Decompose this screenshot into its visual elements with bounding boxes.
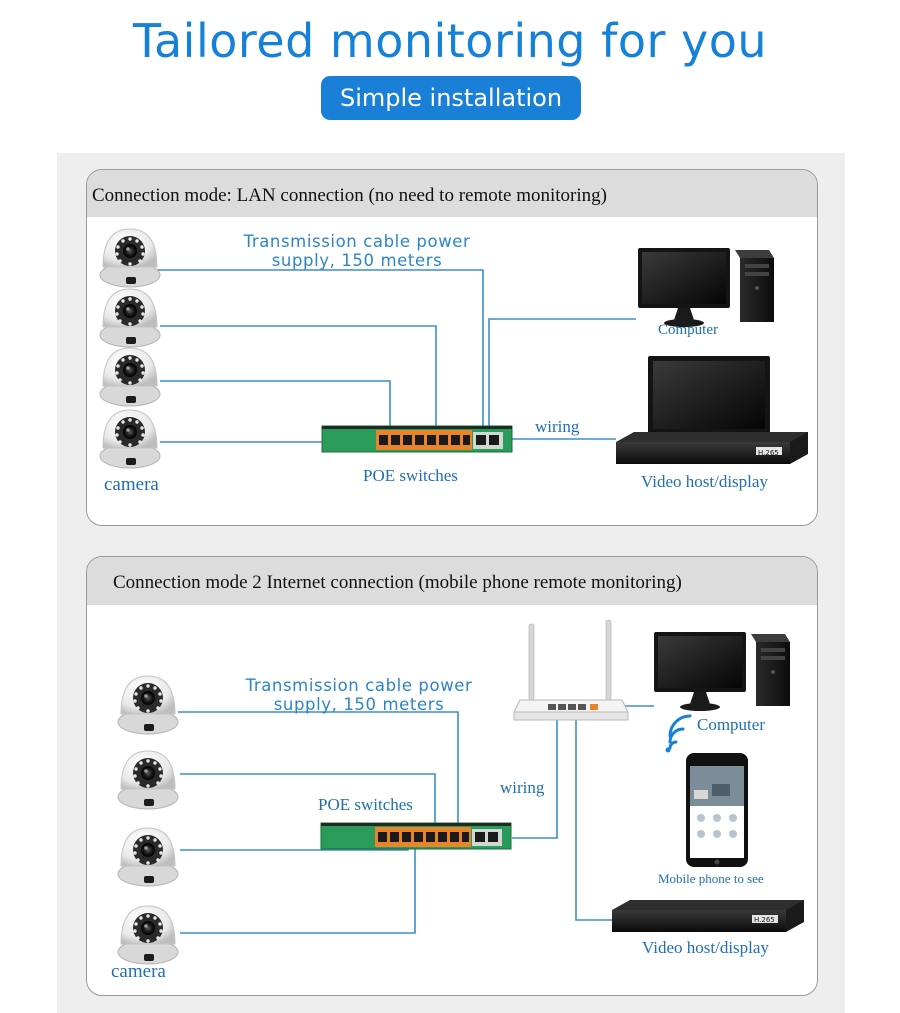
cable-label: Transmission cable power supply, 150 met… bbox=[239, 676, 479, 714]
video-host-label: Video host/display bbox=[642, 938, 769, 957]
video-host-icon bbox=[616, 356, 808, 464]
poe-switches-label: POE switches bbox=[363, 466, 458, 485]
page-title: Tailored monitoring for you bbox=[132, 14, 768, 68]
camera-icon bbox=[117, 675, 179, 735]
camera-icon bbox=[117, 750, 179, 810]
computer-icon bbox=[638, 248, 774, 327]
camera-label: camera bbox=[104, 474, 159, 495]
camera-icon bbox=[117, 827, 179, 887]
internet-panel-title: Connection mode 2 Internet connection (m… bbox=[87, 557, 817, 605]
wiring-label: wiring bbox=[500, 778, 545, 797]
lan-panel-title: Connection mode: LAN connection (no need… bbox=[87, 170, 817, 217]
camera-icon bbox=[99, 288, 161, 348]
simple-installation-badge: Simple installation bbox=[321, 76, 581, 120]
nvr-badge: H.265 bbox=[758, 449, 779, 457]
computer-label: Computer bbox=[697, 715, 765, 734]
cable-label: Transmission cable power supply, 150 met… bbox=[237, 232, 477, 270]
wiring-label: wiring bbox=[535, 417, 580, 436]
poe-switch-icon bbox=[321, 425, 513, 453]
video-host-label: Video host/display bbox=[641, 472, 768, 491]
cable-label-line1: Transmission cable power bbox=[243, 232, 471, 251]
nvr-badge: H.265 bbox=[754, 916, 775, 924]
camera-icon bbox=[99, 347, 161, 407]
lan-wiring bbox=[157, 269, 636, 443]
video-host-icon bbox=[612, 900, 804, 932]
poe-switches-label: POE switches bbox=[318, 795, 413, 814]
internet-wiring bbox=[178, 705, 654, 934]
camera-icon bbox=[99, 228, 161, 288]
camera-icon bbox=[99, 409, 161, 469]
cable-label-line2: supply, 150 meters bbox=[271, 251, 443, 270]
cable-label-line1: Transmission cable power bbox=[245, 676, 473, 695]
camera-label: camera bbox=[111, 961, 166, 982]
wifi-icon bbox=[665, 714, 692, 753]
router-icon bbox=[513, 619, 629, 721]
mobile-phone-icon bbox=[686, 753, 748, 867]
lan-connection-panel: Connection mode: LAN connection (no need… bbox=[86, 169, 818, 526]
computer-label: Computer bbox=[658, 322, 718, 338]
poe-switch-icon bbox=[320, 822, 512, 850]
computer-icon bbox=[654, 632, 790, 711]
mobile-phone-label: Mobile phone to see bbox=[658, 871, 764, 886]
camera-icon bbox=[117, 905, 179, 965]
cable-label-line2: supply, 150 meters bbox=[273, 695, 445, 714]
